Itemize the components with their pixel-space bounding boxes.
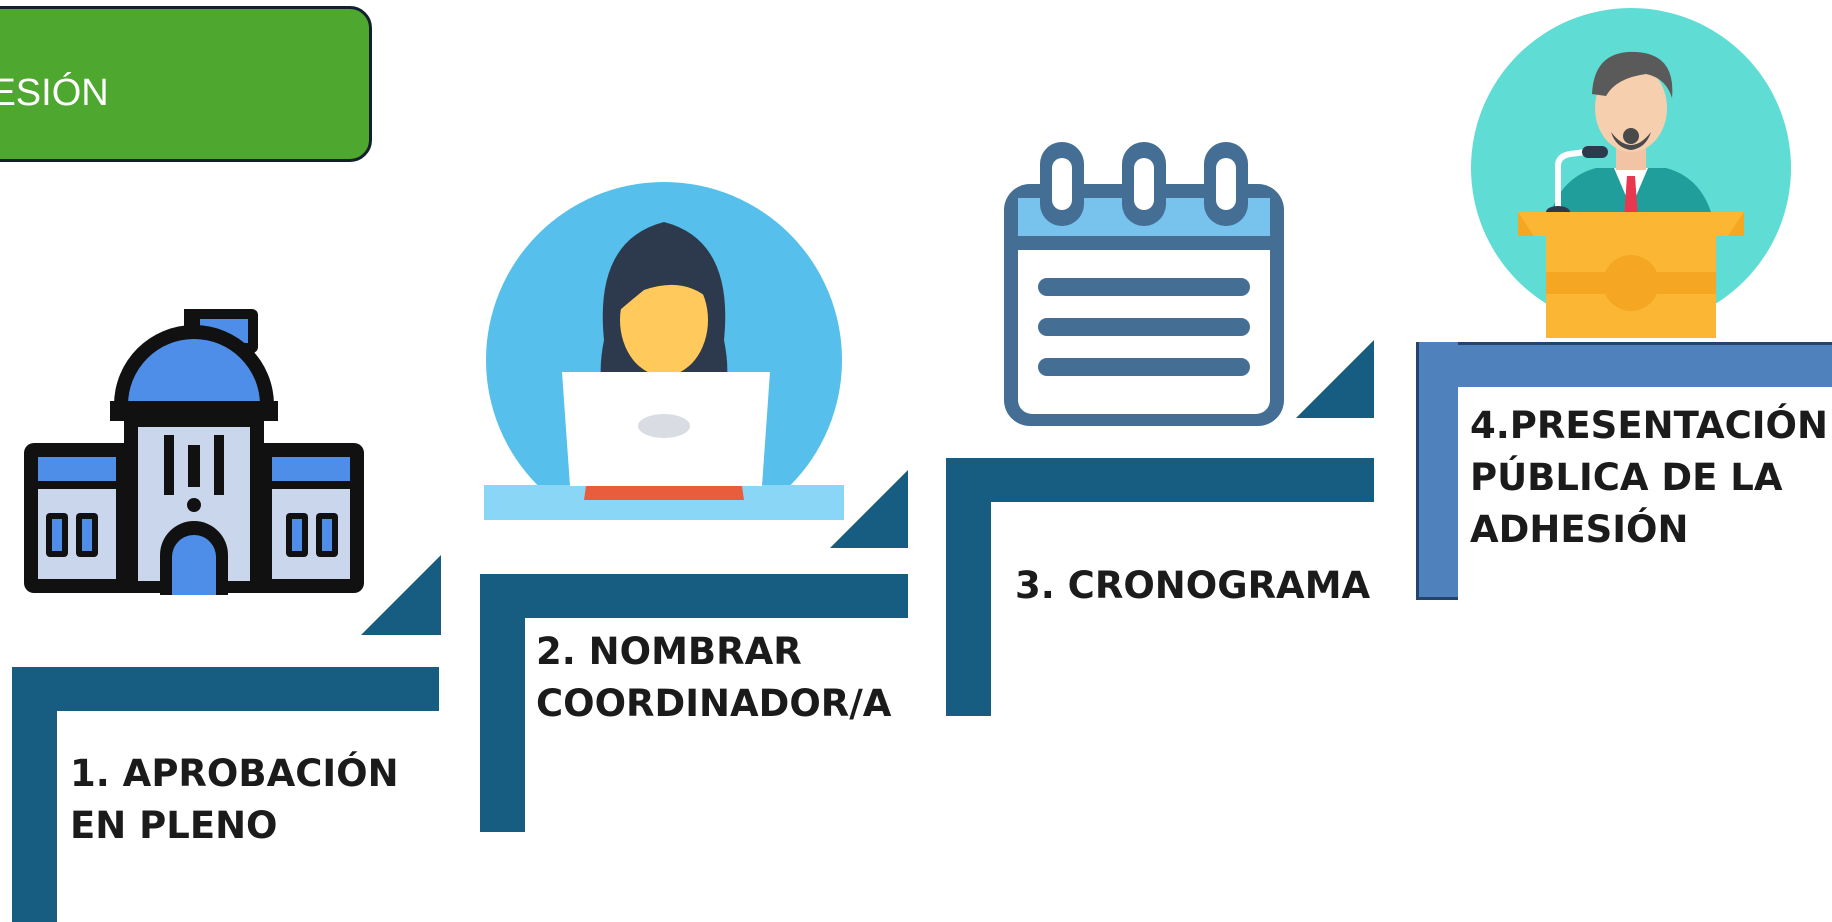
step-2-line-1: 2. NOMBRAR <box>536 630 802 673</box>
step-1-line-2: EN PLENO <box>70 804 278 847</box>
stair-step-2-post <box>480 574 525 832</box>
step-4-line-2: PÚBLICA DE LA <box>1470 456 1783 499</box>
stair-step-1-top <box>12 667 439 711</box>
speaker-at-podium-icon <box>1471 8 1791 338</box>
stair-step-4-post <box>1416 342 1458 600</box>
woman-at-laptop-icon <box>484 182 844 520</box>
step-2-label: 2. NOMBRAR COORDINADOR/A <box>536 626 891 730</box>
step-1-line-1: 1. APROBACIÓN <box>70 752 399 795</box>
step-4-line-3: ADHESIÓN <box>1470 508 1689 551</box>
step-4-line-1: 4.PRESENTACIÓN <box>1470 404 1828 447</box>
title-box: HESIÓN <box>0 6 372 162</box>
step-1-label: 1. APROBACIÓN EN PLENO <box>70 748 399 852</box>
stair-arrow-1 <box>361 555 441 635</box>
stair-step-3-post <box>946 458 991 716</box>
step-3-label: 3. CRONOGRAMA <box>1015 560 1370 612</box>
stair-arrow-3 <box>1296 340 1374 418</box>
step-4-label: 4.PRESENTACIÓN PÚBLICA DE LA ADHESIÓN <box>1470 400 1828 556</box>
page-title: HESIÓN <box>0 72 109 114</box>
step-3-line-1: 3. CRONOGRAMA <box>1015 564 1371 607</box>
stair-step-2-top <box>480 574 908 618</box>
parliament-building-icon <box>24 309 364 595</box>
stair-arrow-2 <box>830 470 908 548</box>
calendar-icon <box>1004 142 1284 426</box>
stair-step-3-top <box>946 458 1374 502</box>
stair-step-1-post <box>12 667 57 922</box>
step-2-line-2: COORDINADOR/A <box>536 682 892 725</box>
stair-step-4-top <box>1416 342 1832 387</box>
